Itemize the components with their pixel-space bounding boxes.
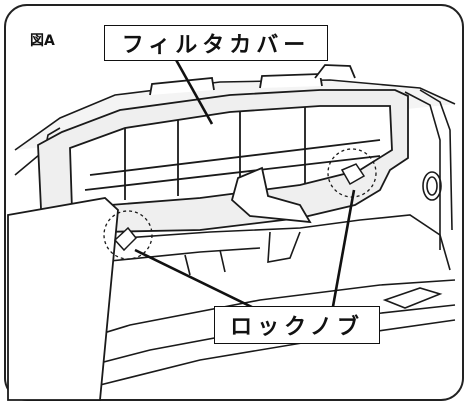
lock-knob-callout: ロックノブ xyxy=(214,306,380,344)
front-flap xyxy=(7,197,119,401)
lock-knob-label: ロックノブ xyxy=(230,315,364,340)
filter-cover-leader xyxy=(173,57,214,125)
figure-label: 図A xyxy=(30,33,55,49)
lock-knob-left-highlight xyxy=(103,210,153,260)
filter-cover xyxy=(37,64,409,236)
lock-knob-left xyxy=(113,226,138,252)
lock-knob-leader-left xyxy=(134,248,263,314)
filter-cover-label: フィルタカバー xyxy=(121,33,311,58)
lock-knob-right xyxy=(340,163,366,186)
filter-cover-callout: フィルタカバー xyxy=(104,25,328,61)
lock-knob-leader-right xyxy=(330,189,356,313)
